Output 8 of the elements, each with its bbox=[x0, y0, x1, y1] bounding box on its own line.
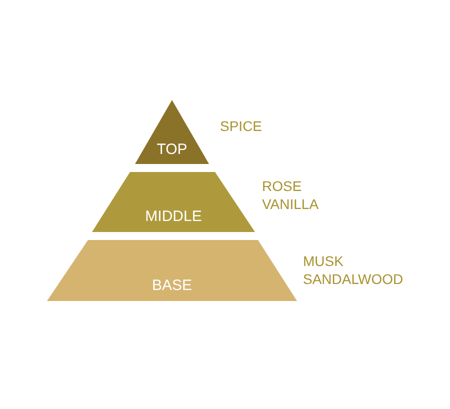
tier-label: TOP bbox=[156, 142, 188, 157]
note-label: MUSK bbox=[303, 252, 344, 270]
note-label: ROSE bbox=[262, 177, 303, 195]
note-label: SPICE bbox=[220, 117, 262, 135]
tier-label: MIDDLE bbox=[145, 209, 202, 224]
note-label: VANILLA bbox=[262, 195, 319, 213]
note-label: SANDALWOOD bbox=[303, 270, 404, 288]
tier-label: BASE bbox=[152, 278, 192, 293]
